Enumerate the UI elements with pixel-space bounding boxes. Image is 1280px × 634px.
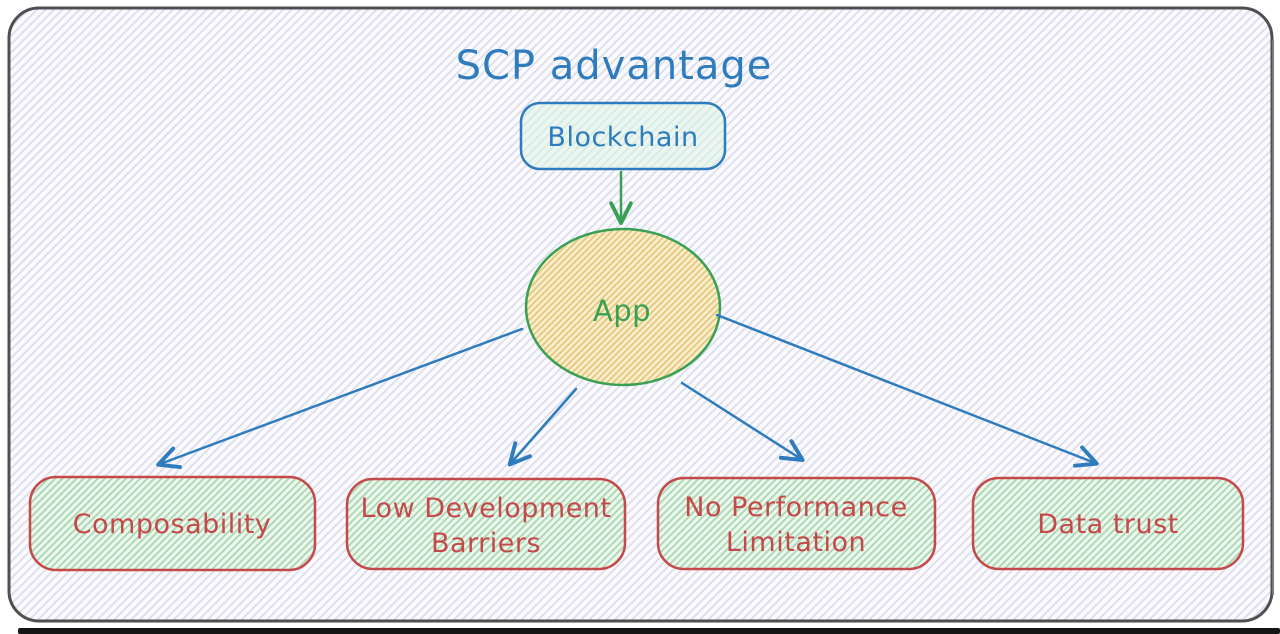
low-development-barriers-label-line2: Barriers [431, 528, 541, 559]
node-composability[interactable]: Composability [28, 475, 317, 572]
arrow-app-to-no-performance-limitation[interactable] [680, 381, 805, 463]
photo-edge-shadow [18, 628, 1280, 634]
composability-label: Composability [73, 509, 272, 540]
node-data-trust[interactable]: Data trust [971, 476, 1245, 571]
app-circle [524, 227, 722, 387]
low-development-barriers-label-line1: Low Development [360, 493, 611, 524]
app-label: App [593, 294, 651, 328]
arrow-app-to-composability[interactable] [156, 327, 524, 469]
no-performance-limitation-label-line1: No Performance [684, 492, 907, 523]
node-app[interactable]: App [524, 227, 722, 387]
node-low-development-barriers[interactable]: Low Development Barriers [345, 477, 627, 571]
blockchain-box [519, 101, 727, 171]
node-blockchain[interactable]: Blockchain [519, 101, 727, 171]
composability-box [28, 475, 317, 572]
no-performance-limitation-label-line2: Limitation [726, 527, 866, 558]
blockchain-label: Blockchain [547, 122, 698, 153]
node-no-performance-limitation[interactable]: No Performance Limitation [656, 476, 937, 571]
diagram-title: SCP advantage [456, 43, 773, 89]
low-development-barriers-box [345, 477, 627, 571]
data-trust-label: Data trust [1037, 509, 1179, 540]
arrow-app-to-low-development-barriers[interactable] [507, 387, 578, 467]
data-trust-box [971, 476, 1245, 571]
no-performance-limitation-box [656, 476, 937, 571]
arrow-app-to-data-trust[interactable] [715, 313, 1099, 468]
